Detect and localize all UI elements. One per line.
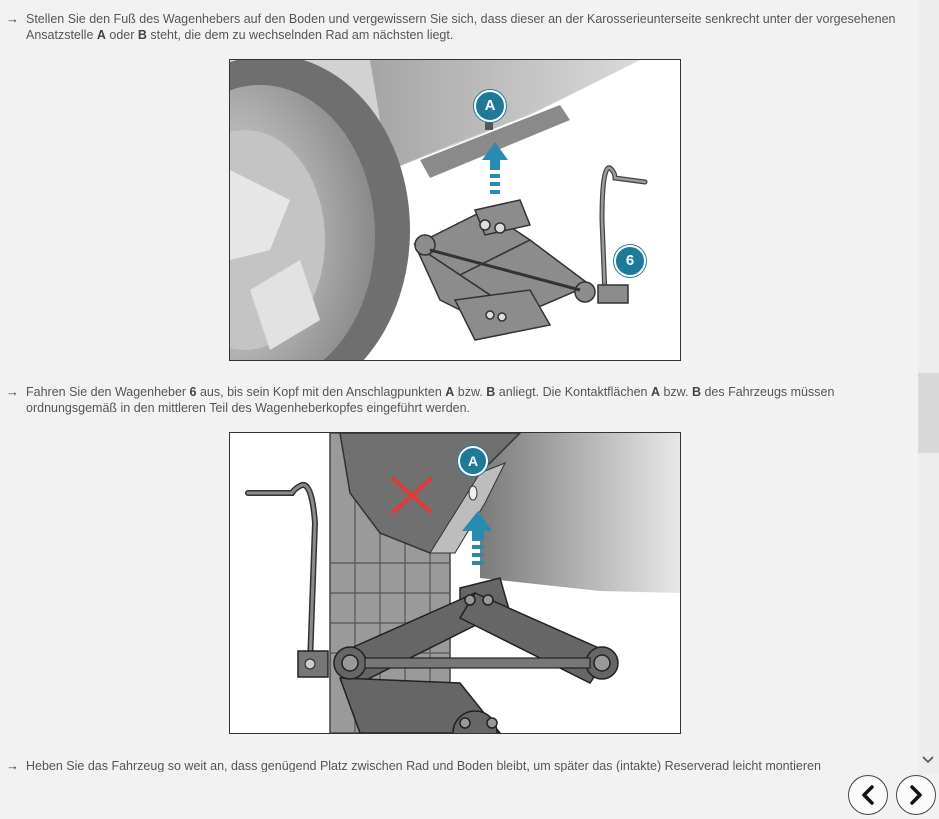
- callout-6: 6: [614, 245, 646, 277]
- arrow-bullet-icon: →: [6, 758, 19, 772]
- step-2-text: Fahren Sie den Wagenheber 6 aus, bis sei…: [26, 385, 835, 415]
- scrollbar-thumb[interactable]: [918, 373, 939, 453]
- figure-jack-contact: A: [229, 432, 681, 734]
- instruction-step-2: → Fahren Sie den Wagenheber 6 aus, bis s…: [6, 384, 906, 416]
- chevron-left-icon: [862, 785, 874, 805]
- instruction-step-3: → Heben Sie das Fahrzeug so weit an, das…: [6, 758, 906, 772]
- arrow-bullet-icon: →: [6, 384, 19, 399]
- jack-placement-illustration: [230, 60, 680, 360]
- scroll-down-icon[interactable]: [920, 752, 936, 768]
- next-page-button[interactable]: [896, 775, 936, 815]
- instruction-step-1: → Stellen Sie den Fuß des Wagenhebers au…: [6, 11, 906, 43]
- jack-contact-illustration: [230, 433, 680, 733]
- callout-a: A: [458, 446, 488, 476]
- arrow-bullet-icon: →: [6, 11, 19, 26]
- callout-a: A: [474, 90, 506, 122]
- step-1-text: Stellen Sie den Fuß des Wagenhebers auf …: [26, 12, 896, 42]
- chevron-right-icon: [910, 785, 922, 805]
- vertical-scrollbar[interactable]: [918, 0, 939, 775]
- step-3-text: Heben Sie das Fahrzeug so weit an, dass …: [26, 759, 821, 772]
- previous-page-button[interactable]: [848, 775, 888, 815]
- figure-jack-placement: A 6: [229, 59, 681, 361]
